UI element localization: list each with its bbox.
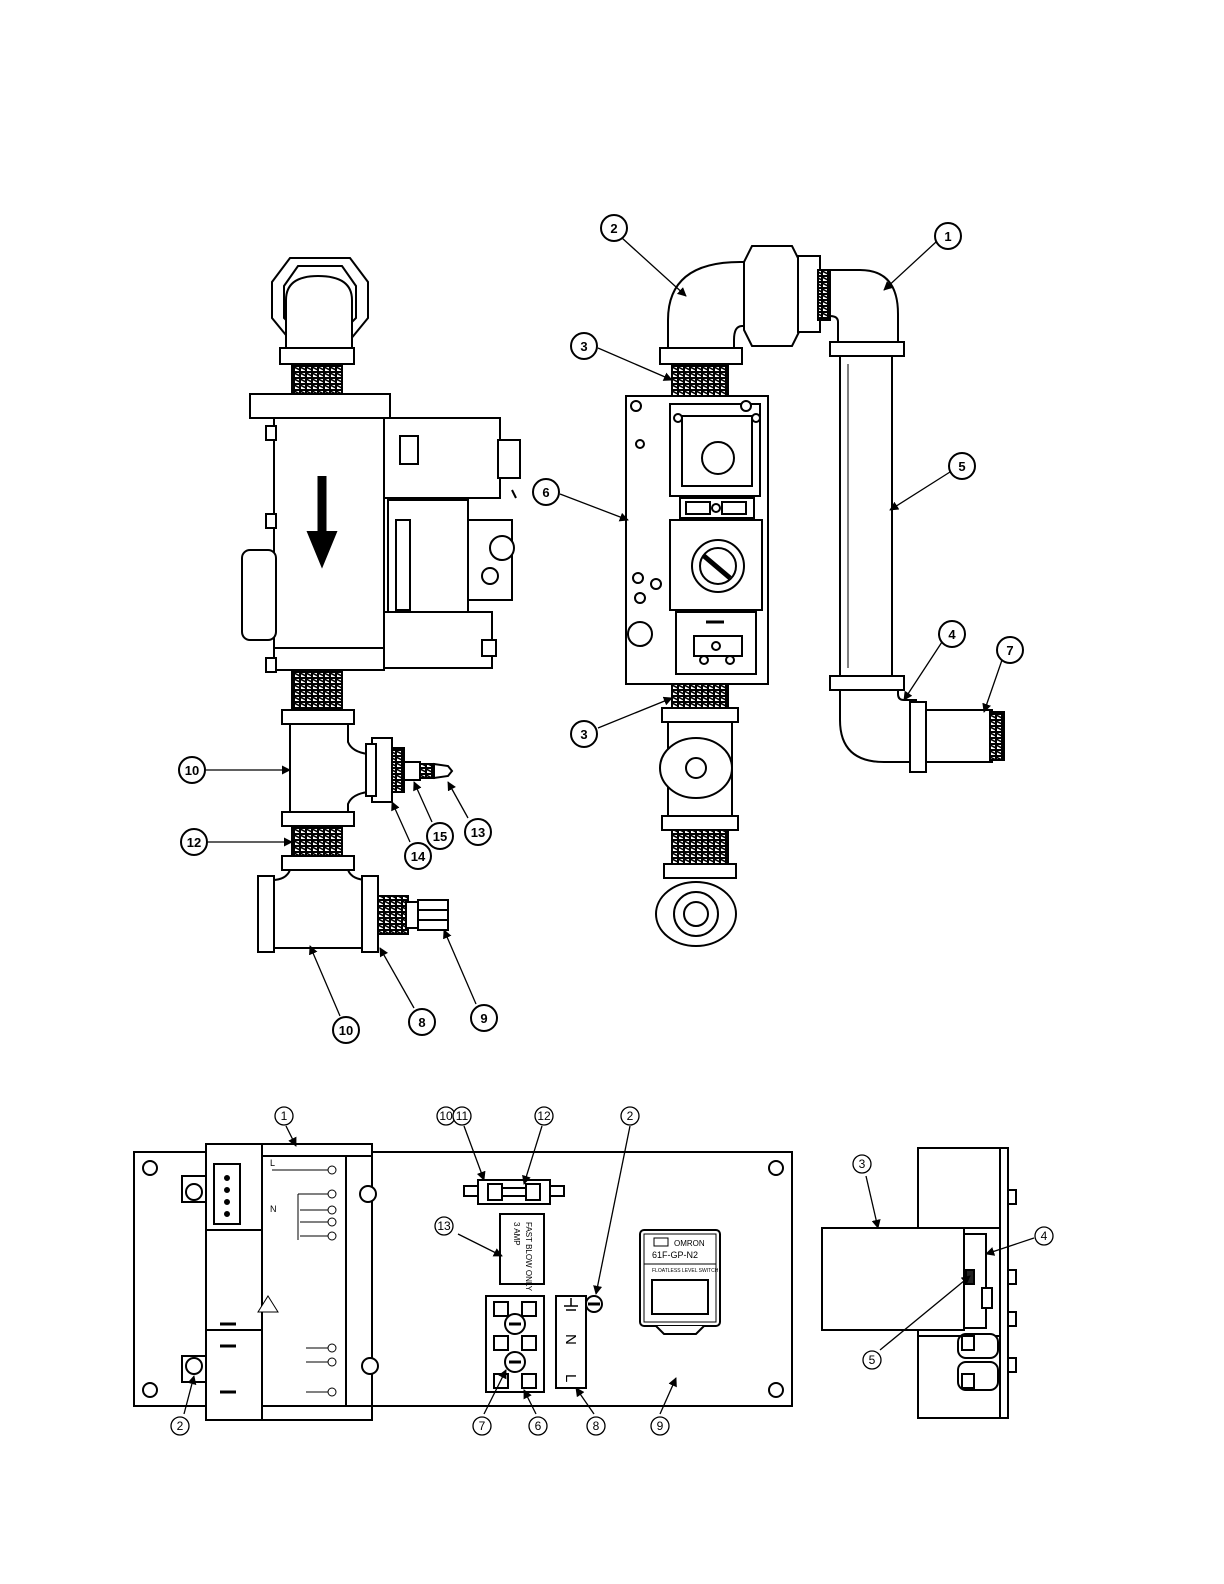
callout-bubble: 11 — [453, 1107, 471, 1125]
callout-bubble: 5 — [863, 1351, 881, 1369]
callout-bubble: 2 — [601, 215, 627, 241]
callout-bubble: 15 — [427, 823, 453, 849]
svg-text:12: 12 — [187, 835, 201, 850]
svg-text:14: 14 — [411, 849, 426, 864]
svg-text:10: 10 — [439, 1109, 453, 1123]
callout-bubble: 2 — [171, 1417, 189, 1435]
callout-bubble: 1 — [275, 1107, 293, 1125]
svg-text:13: 13 — [471, 825, 485, 840]
svg-text:13: 13 — [437, 1219, 451, 1233]
right-valve-assembly — [626, 246, 1004, 946]
callout-bubble: 8 — [587, 1417, 605, 1435]
control-panel: L N 3 AMP FAST BLOW ONLY — [134, 1144, 792, 1420]
callout-bubble: 7 — [473, 1417, 491, 1435]
top-coupling — [280, 348, 354, 364]
svg-text:10: 10 — [339, 1023, 353, 1038]
callout-bubble: 5 — [949, 453, 975, 479]
callout-bubble: 10 — [437, 1107, 455, 1125]
callout-bubble: 3 — [571, 333, 597, 359]
fitting-15 — [404, 762, 420, 780]
callout-bubble: 4 — [939, 621, 965, 647]
lower-tee — [272, 870, 368, 948]
relay-brand: OMRON — [674, 1239, 705, 1248]
svg-text:2: 2 — [627, 1109, 634, 1123]
svg-text:4: 4 — [1041, 1229, 1048, 1243]
svg-text:9: 9 — [480, 1011, 487, 1026]
fuse-label-line1: 3 AMP — [512, 1222, 521, 1246]
callout-bubble: 2 — [621, 1107, 639, 1125]
top-elbow — [286, 276, 352, 350]
pressure-tap — [628, 622, 652, 646]
callout-bubble: 13 — [435, 1217, 453, 1235]
callout-bubble: 7 — [997, 637, 1023, 663]
mid-nipple-thread — [292, 672, 342, 712]
svg-text:3: 3 — [859, 1157, 866, 1171]
svg-text:3: 3 — [580, 727, 587, 742]
callout-bubble: 9 — [471, 1005, 497, 1031]
valve-top-flange — [250, 394, 390, 418]
callout-bubble: 8 — [409, 1009, 435, 1035]
side-knob — [242, 550, 276, 640]
module-n-label: N — [270, 1204, 277, 1214]
svg-text:12: 12 — [537, 1109, 551, 1123]
upper-tee-coupling-top — [282, 710, 354, 724]
svg-text:8: 8 — [593, 1419, 600, 1433]
svg-text:11: 11 — [456, 1109, 469, 1123]
svg-text:1: 1 — [281, 1109, 288, 1123]
callout-bubble: 10 — [333, 1017, 359, 1043]
svg-text:5: 5 — [869, 1353, 876, 1367]
relay-model: 61F-GP-N2 — [652, 1250, 698, 1260]
svg-text:2: 2 — [177, 1419, 184, 1433]
svg-text:1: 1 — [944, 229, 951, 244]
terminal-n-label: N — [562, 1334, 579, 1345]
callout-bubble: 3 — [853, 1155, 871, 1173]
callout-bubble: 10 — [179, 757, 205, 783]
callout-bubble: 9 — [651, 1417, 669, 1435]
relay-box-side — [822, 1228, 964, 1330]
svg-text:2: 2 — [610, 221, 617, 236]
fuse-label-plate — [500, 1214, 544, 1284]
callout-bubble: 6 — [529, 1417, 547, 1435]
orifice-13 — [434, 764, 452, 778]
svg-text:4: 4 — [948, 627, 956, 642]
relay-desc: FLOATLESS LEVEL SWITCH — [652, 1268, 719, 1274]
union-nut — [744, 246, 800, 346]
screw-icon — [186, 1358, 202, 1374]
left-valve-assembly — [242, 258, 520, 952]
svg-text:7: 7 — [1006, 643, 1013, 658]
svg-text:5: 5 — [958, 459, 965, 474]
svg-text:6: 6 — [542, 485, 549, 500]
callout-bubble: 12 — [181, 829, 207, 855]
module-l-label: L — [270, 1158, 275, 1168]
callout-bubble: 12 — [535, 1107, 553, 1125]
svg-text:8: 8 — [418, 1015, 425, 1030]
svg-text:15: 15 — [433, 829, 447, 844]
callout-bubble: 1 — [935, 223, 961, 249]
callout-bubble: 6 — [533, 479, 559, 505]
elbow-1 — [830, 270, 898, 344]
svg-text:3: 3 — [580, 339, 587, 354]
svg-text:7: 7 — [479, 1419, 486, 1433]
screw-icon — [186, 1184, 202, 1200]
panel-side-view — [822, 1148, 1016, 1418]
callout-bubble: 14 — [405, 843, 431, 869]
nipple-8 — [378, 896, 408, 934]
svg-text:9: 9 — [657, 1419, 664, 1433]
fitting-9 — [418, 900, 448, 930]
screw-icon — [360, 1186, 376, 1202]
callout-bubble: 3 — [571, 721, 597, 747]
fuse-label-line2: FAST BLOW ONLY — [524, 1222, 533, 1292]
lower-nipple-thread — [292, 826, 342, 858]
callout-bubble: 13 — [465, 819, 491, 845]
top-nipple-thread — [292, 364, 342, 394]
callout-bubble: 4 — [1035, 1227, 1053, 1245]
terminal-l-label: L — [562, 1374, 579, 1382]
svg-text:6: 6 — [535, 1419, 542, 1433]
svg-text:10: 10 — [185, 763, 199, 778]
nipple-7 — [926, 710, 992, 762]
screw-icon — [362, 1358, 378, 1374]
elbow-4 — [840, 690, 916, 762]
upper-tee — [290, 724, 368, 812]
